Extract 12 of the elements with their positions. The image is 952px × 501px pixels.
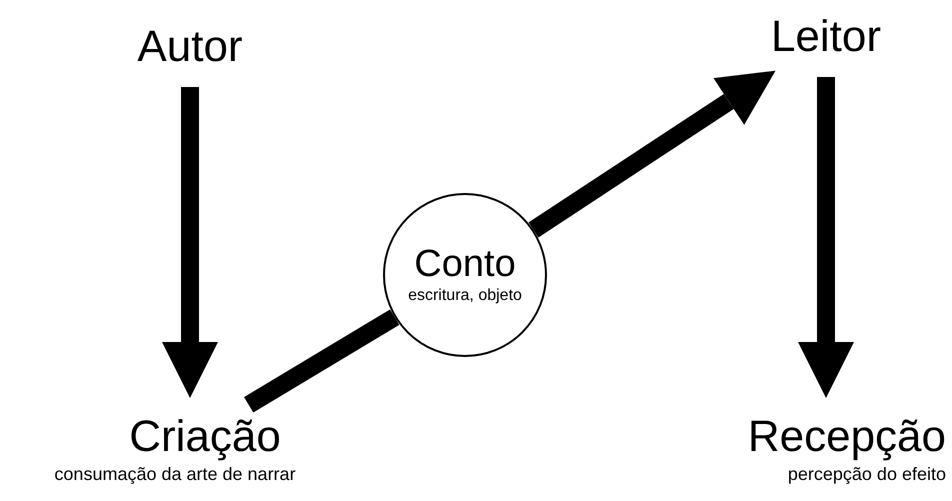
arrow — [528, 70, 776, 238]
node-subtitle: escritura, objeto — [408, 286, 522, 306]
node-subtitle: consumação da arte de narrar — [54, 462, 296, 486]
connector-line — [244, 309, 400, 413]
arrow — [798, 77, 854, 398]
node-subtitle: percepção do efeito — [788, 462, 946, 486]
arrow — [162, 87, 218, 398]
node-title: Conto — [414, 242, 516, 286]
node-title: Criação — [129, 412, 281, 463]
node-title: Leitor — [770, 12, 882, 63]
node-title: Autor — [137, 22, 243, 73]
node-title: Recepção — [748, 412, 946, 463]
